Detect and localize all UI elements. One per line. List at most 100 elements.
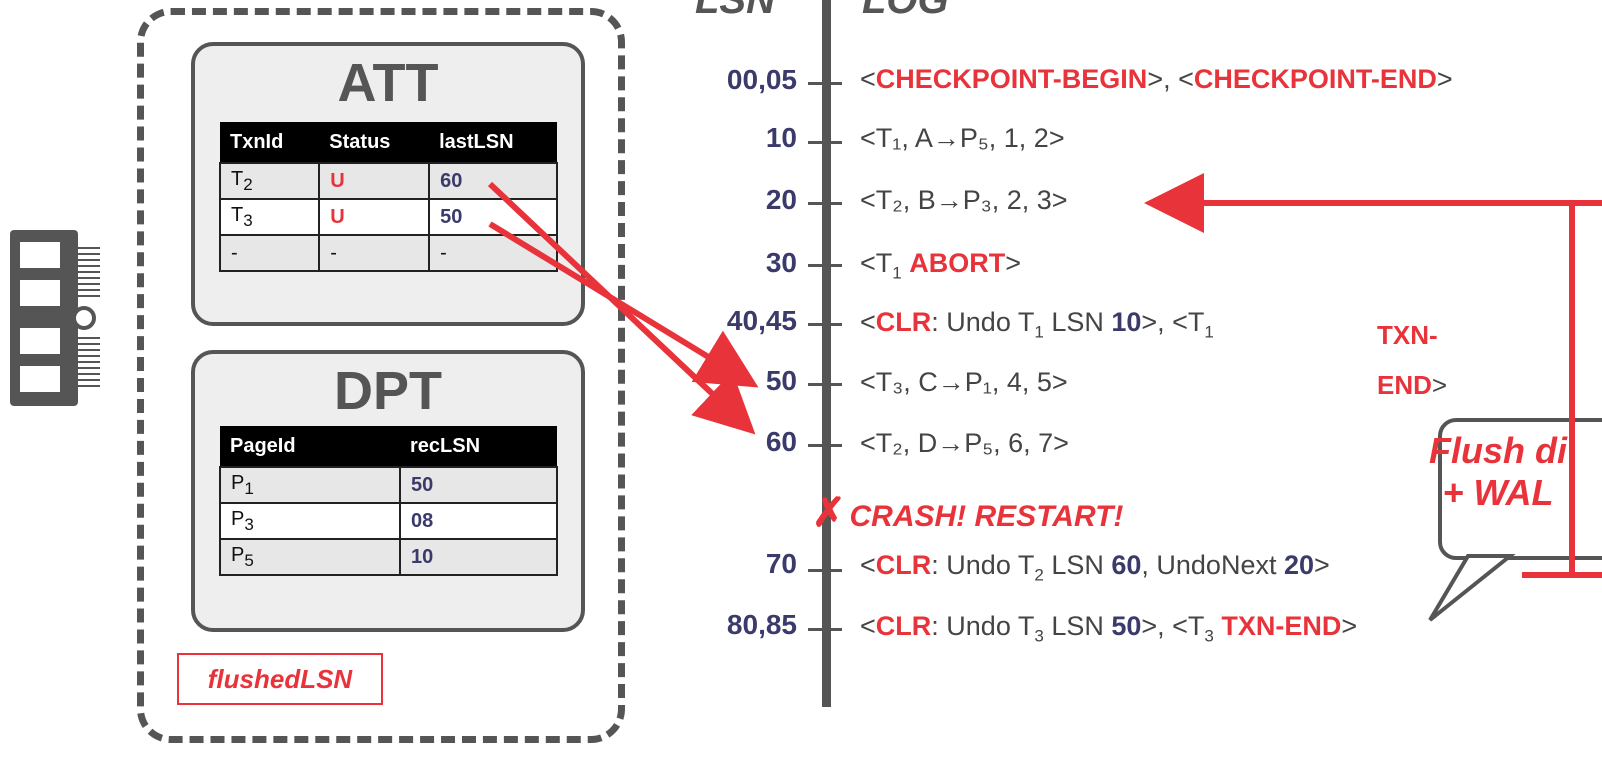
dpt-table: PageId recLSN P1 50 P3 08 P5 10	[219, 426, 558, 576]
table-row: P1 50	[219, 466, 558, 504]
undo-text: : Undo T	[931, 307, 1035, 337]
lsn-label: 80,85	[726, 609, 797, 640]
undonext-lsn: 20	[1283, 550, 1315, 580]
dpt-reclsn: 08	[399, 502, 558, 540]
table-row: T3 U 50	[218, 198, 558, 236]
dpt-col-pageid: PageId	[220, 426, 400, 467]
lsn-label: 50	[765, 365, 797, 396]
att-txn-text: T	[231, 203, 244, 226]
undo-lsn: 50	[1111, 611, 1142, 641]
timeline-tick	[808, 569, 842, 572]
timeline-tick	[808, 141, 842, 144]
txn-end-keyword: TXN-END	[1221, 611, 1342, 641]
lsn-word: LSN	[1043, 611, 1112, 641]
lsn-header: LSN	[695, 0, 775, 22]
undonext-text: , UndoNext	[1141, 550, 1284, 580]
att-col-status: Status	[319, 122, 430, 163]
checkpoint-begin: CHECKPOINT-BEGIN	[875, 64, 1148, 94]
timeline-tick	[808, 202, 842, 205]
lsn-label: 30	[765, 247, 797, 278]
txn-end-wrapped: TXN-END>	[1377, 320, 1448, 400]
att-txn-sub: 3	[243, 210, 253, 230]
timeline-tick	[808, 323, 842, 326]
lsn-label: 10	[765, 122, 797, 153]
log-timeline	[822, 0, 831, 707]
att-status: U	[318, 198, 431, 236]
dpt-page-text: P	[231, 507, 245, 530]
att-table: TxnId Status lastLSN T2 U 60 T3 U 50 - -…	[218, 122, 558, 272]
table-row: P3 08	[219, 502, 558, 540]
lsn-label: 60	[765, 426, 797, 457]
att-txn: T3	[218, 198, 321, 236]
log-header: LOG	[862, 0, 949, 22]
arrow-lastlsn-50	[488, 221, 759, 388]
log-record-80: <CLR: Undo T3 LSN 50>, <T3 TXN-END>	[860, 611, 1358, 646]
dpt-page-sub: 1	[244, 478, 254, 498]
dpt-page: P5	[219, 538, 401, 576]
att-col-txnid: TxnId	[220, 122, 320, 163]
log-record-30: <T1 ABORT>	[860, 248, 1022, 283]
dpt-col-reclsn: recLSN	[400, 426, 557, 467]
timeline-tick	[808, 628, 842, 631]
undo-text: : Undo T	[931, 611, 1035, 641]
memory-chip-icon	[10, 230, 100, 406]
dpt-reclsn: 10	[399, 538, 558, 576]
undo-text: : Undo T	[931, 550, 1035, 580]
dpt-page: P3	[219, 502, 401, 540]
dpt-page: P1	[219, 466, 401, 504]
att-status: U	[318, 162, 431, 200]
dpt-page-text: P	[231, 543, 245, 566]
dpt-title: DPT	[334, 361, 442, 421]
log-record-checkpoint: <CHECKPOINT-BEGIN>, <CHECKPOINT-END>	[860, 64, 1453, 94]
log-record-70: <CLR: Undo T2 LSN 60, UndoNext 20>	[860, 550, 1330, 585]
att-txn: -	[218, 234, 321, 272]
txn-end-part2: END	[1377, 370, 1432, 400]
att-lastlsn: 60	[428, 162, 558, 200]
undo-lsn: 10	[1111, 307, 1142, 337]
txn-end-part1: TXN-	[1377, 320, 1438, 350]
table-row: T2 U 60	[218, 162, 558, 200]
lsn-label: 70	[765, 548, 797, 579]
dpt-panel: DPT PageId recLSN P1 50 P3 08 P5 10	[191, 350, 585, 632]
memory-region	[137, 8, 625, 743]
crash-marker: ✗CRASH! RESTART!	[812, 490, 1123, 536]
att-panel: ATT TxnId Status lastLSN T2 U 60 T3 U 50…	[191, 42, 585, 326]
crash-text: CRASH! RESTART!	[849, 500, 1124, 533]
log-record-60: <T₂, D→P₅, 6, 7>	[860, 428, 1069, 458]
att-txn-sub: 2	[243, 174, 253, 194]
att-col-lastlsn: lastLSN	[429, 122, 557, 163]
timeline-tick	[808, 444, 842, 447]
log-record-20: <T₂, B→P₃, 2, 3>	[860, 185, 1068, 215]
clr-keyword: CLR	[875, 307, 932, 337]
crash-x-icon: ✗	[812, 491, 846, 535]
clr-keyword: CLR	[875, 550, 932, 580]
att-title: ATT	[337, 53, 439, 113]
clr-keyword: CLR	[875, 611, 932, 641]
undo-lsn: 60	[1111, 550, 1142, 580]
bubble-text: Flush di + WAL	[1429, 430, 1567, 513]
table-row: - - -	[218, 234, 558, 272]
log-record-10: <T₁, A→P₅, 1, 2>	[860, 123, 1065, 153]
dpt-reclsn: 50	[399, 466, 558, 504]
lsn-label: 20	[765, 184, 797, 215]
lsn-word: LSN	[1043, 550, 1112, 580]
timeline-tick	[808, 383, 842, 386]
table-row: P5 10	[219, 538, 558, 576]
dpt-page-text: P	[231, 471, 245, 494]
log-record-40: <CLR: Undo T1 LSN 10>, <T1	[860, 307, 1214, 342]
dpt-page-sub: 5	[244, 550, 254, 570]
checkpoint-end: CHECKPOINT-END	[1193, 64, 1437, 94]
timeline-tick	[808, 264, 842, 267]
timeline-tick	[808, 82, 842, 85]
lsn-word: LSN	[1043, 307, 1112, 337]
flushed-lsn-label: flushedLSN	[177, 653, 383, 705]
dpt-page-sub: 3	[244, 514, 254, 534]
log-record-50: <T₃, C→P₁, 4, 5>	[860, 367, 1068, 397]
lsn-label: 00,05	[726, 64, 797, 95]
abort-keyword: ABORT	[909, 248, 1006, 278]
att-txn: T2	[218, 162, 321, 200]
att-status: -	[318, 234, 431, 272]
att-lastlsn: 50	[428, 198, 558, 236]
bubble-tail	[1428, 554, 1516, 622]
